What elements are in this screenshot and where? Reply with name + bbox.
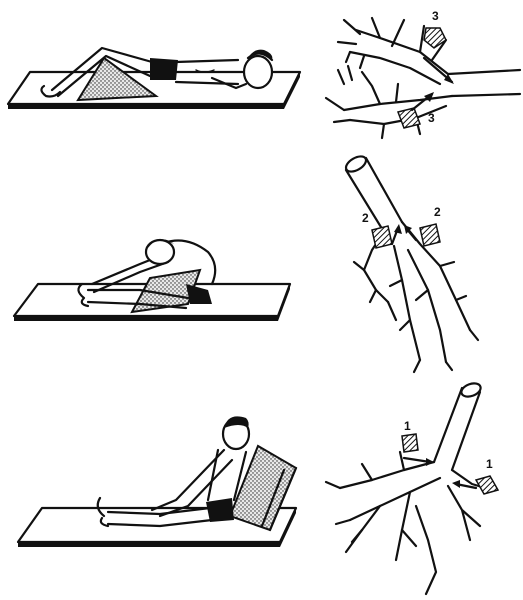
row-forward-bend-position: 2 2 bbox=[14, 153, 478, 372]
segment-label: 3 bbox=[428, 111, 435, 125]
bronchial-tree-lower: 3 3 bbox=[326, 9, 520, 138]
segment-label: 2 bbox=[362, 211, 369, 225]
drained-segment bbox=[372, 226, 392, 248]
bronchial-tree-middle: 2 2 bbox=[343, 153, 478, 372]
segment-label: 3 bbox=[432, 9, 439, 23]
row-reclined-sitting-position: 1 1 bbox=[18, 381, 498, 594]
drained-segment bbox=[476, 476, 498, 494]
bronchial-tree-upper: 1 1 bbox=[326, 381, 498, 594]
drained-segment bbox=[420, 224, 440, 246]
segment-label: 1 bbox=[486, 457, 493, 471]
segment-label: 2 bbox=[434, 205, 441, 219]
segment-label: 1 bbox=[404, 419, 411, 433]
drained-segment bbox=[398, 108, 420, 128]
drained-segment bbox=[402, 434, 418, 452]
row-lying-position: 3 3 bbox=[8, 9, 520, 138]
